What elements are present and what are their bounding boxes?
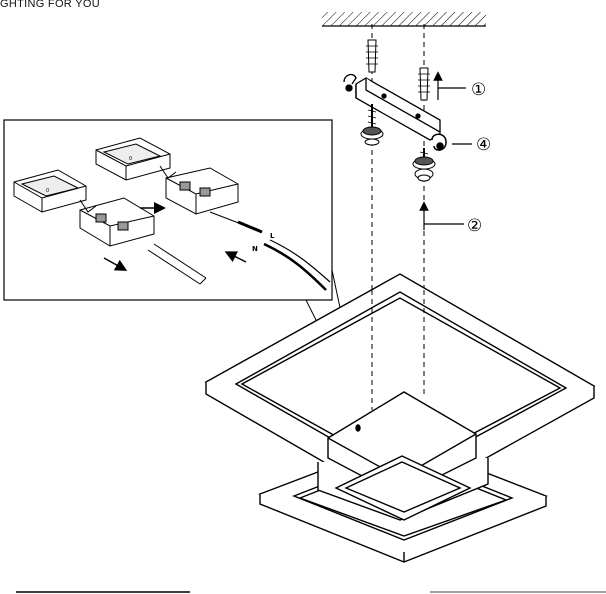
- header-brand-text: GHTING FOR YOU: [0, 0, 100, 10]
- connector-mark-left: 0: [46, 188, 49, 194]
- step-4-label: ④: [476, 135, 491, 155]
- step-1-label: ①: [471, 80, 486, 100]
- wire-label-neutral: N: [252, 245, 258, 253]
- ceiling-hatch: [322, 12, 486, 26]
- wall-plug-left: [366, 39, 378, 73]
- connector-mark-right: 0: [129, 156, 132, 162]
- guide-lines-over-fixture: [371, 290, 425, 410]
- wall-plug-right: [418, 67, 430, 101]
- terminal-block-left: [13, 169, 207, 285]
- bracket-screw: [431, 133, 447, 151]
- screw-right: [412, 148, 436, 182]
- terminal-block-right: [95, 137, 263, 234]
- wire-label-live: L: [270, 232, 275, 240]
- inset-arrows: [103, 202, 247, 271]
- step-arrows: [419, 71, 472, 230]
- mains-wires: [263, 239, 331, 291]
- inset-frame: [3, 119, 333, 301]
- screw-left: [360, 104, 384, 146]
- arrow-insert: [224, 251, 247, 263]
- arrow-pull: [103, 257, 128, 271]
- ceiling: [322, 12, 486, 27]
- step-2-label: ②: [467, 216, 482, 236]
- canopy-hole: [355, 424, 361, 432]
- wiring-inset: 0 0 L N: [3, 119, 333, 301]
- mounting-bracket: [343, 73, 441, 141]
- ceiling-light-fixture: [204, 273, 596, 563]
